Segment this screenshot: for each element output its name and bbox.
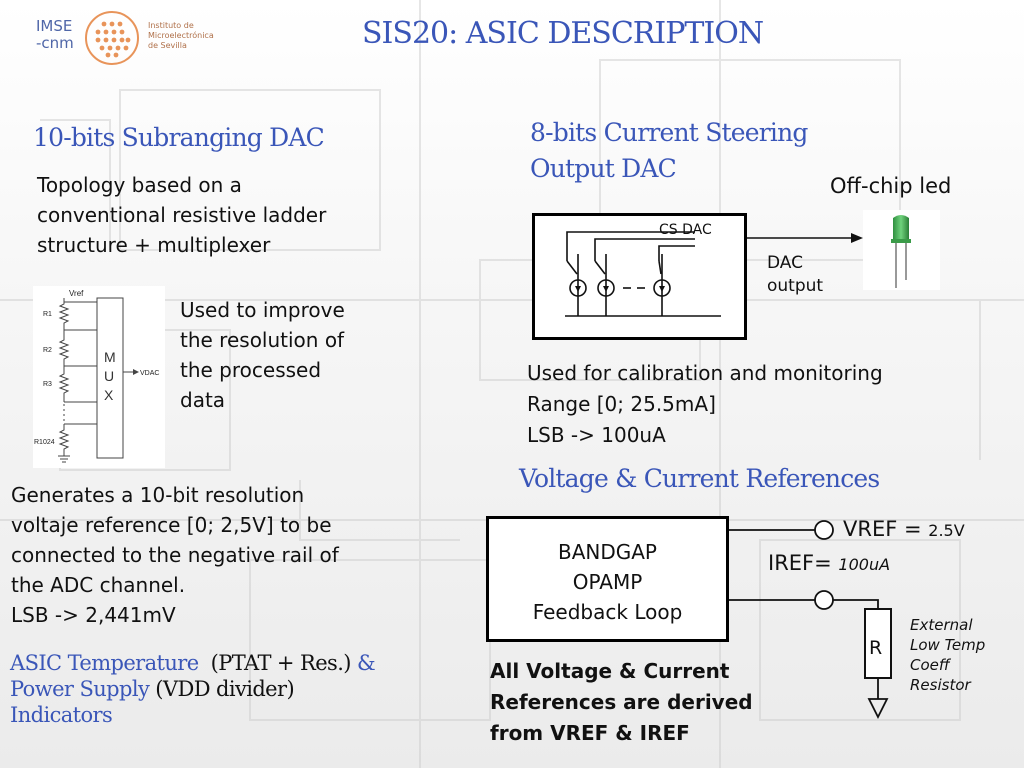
used-line: data xyxy=(180,388,226,412)
ext-line: External xyxy=(910,616,973,634)
dac-output-line2: output xyxy=(767,276,824,296)
vref-value: 2.5V xyxy=(928,521,965,540)
topology-line: Topology based on a xyxy=(37,173,242,197)
current-source-array xyxy=(565,231,721,317)
cs-dac-block: CS DAC xyxy=(532,213,747,340)
page-title: SIS20: ASIC DESCRIPTION xyxy=(362,16,764,51)
vdac-label: VDAC xyxy=(140,370,159,377)
green-led-icon xyxy=(891,215,911,288)
cs-dac-label: CS DAC xyxy=(659,222,712,238)
current-steering-title-line2: Output DAC xyxy=(530,154,677,183)
logo-sub-line1: Instituto de xyxy=(148,21,194,30)
used-line: Used to improve xyxy=(180,298,345,322)
vref-text: VREF = 2.5V xyxy=(843,517,965,541)
calibration-line: Used for calibration and monitoring xyxy=(527,361,883,385)
ladder-mux-diagram: Vref R1 R2 R3 R1024 M U X VDAC xyxy=(34,289,159,463)
generates-line: the ADC channel. xyxy=(11,573,186,597)
subranging-dac-title: 10-bits Subranging DAC xyxy=(33,123,325,152)
r2-label: R2 xyxy=(43,347,52,354)
generates-text: Generates a 10-bit resolution voltaje re… xyxy=(11,480,339,630)
dac-output-arrow xyxy=(747,233,863,243)
indicators-amp: & xyxy=(356,651,376,675)
mux-letter-x: X xyxy=(104,387,114,403)
r3-label: R3 xyxy=(43,381,52,388)
dac-output-line1: DAC xyxy=(767,253,803,273)
iref-value: 100uA xyxy=(838,555,891,574)
references-title: Voltage & Current References xyxy=(519,464,880,493)
calibration-line: Range [0; 25.5mA] xyxy=(527,392,716,416)
vref-label: Vref xyxy=(69,289,84,298)
note-line: All Voltage & Current xyxy=(490,659,730,683)
iref-label: IREF= xyxy=(768,551,832,575)
references-note: All Voltage & Current References are der… xyxy=(490,656,753,749)
external-resistor-note: External Low Temp Coeff Resistor xyxy=(910,615,985,695)
mux-letter-m: M xyxy=(104,349,116,365)
current-steering-title: 8-bits Current Steering Output DAC xyxy=(530,115,808,187)
indicators-text: ASIC Temperature (PTAT + Res.) & Power S… xyxy=(10,650,376,728)
indicators-power: Power Supply xyxy=(10,677,150,701)
feedback-label: Feedback Loop xyxy=(532,600,683,624)
r1-label: R1 xyxy=(43,311,52,318)
opamp-label: OPAMP xyxy=(572,570,643,594)
logo-text-line2: -cnm xyxy=(36,34,74,52)
dac-output-label: DAC output xyxy=(767,252,823,298)
indicators-ptat: (PTAT + Res.) xyxy=(210,651,352,675)
led-image xyxy=(863,210,940,290)
mux-letter-u: U xyxy=(104,368,114,384)
used-line: the processed xyxy=(180,358,322,382)
used-to-improve-text: Used to improve the resolution of the pr… xyxy=(180,295,345,415)
ext-line: Low Temp xyxy=(910,636,986,654)
logo-sub-line2: Microelectrónica xyxy=(148,31,214,40)
generates-line: LSB -> 2,441mV xyxy=(11,603,176,627)
topology-text: Topology based on a conventional resisti… xyxy=(37,170,326,260)
topology-line: structure + multiplexer xyxy=(37,233,271,257)
logo-text-line1: IMSE xyxy=(36,17,73,35)
resistive-ladder-schematic: Vref R1 R2 R3 R1024 M U X VDAC xyxy=(33,286,165,468)
logo-sub-line3: de Sevilla xyxy=(148,41,187,50)
generates-line: connected to the negative rail of xyxy=(11,543,339,567)
vref-label: VREF = xyxy=(843,517,922,541)
used-line: the resolution of xyxy=(180,328,345,352)
calibration-text: Used for calibration and monitoring Rang… xyxy=(527,358,883,451)
logo: IMSE -cnm Instituto de Microelectrónica … xyxy=(36,11,226,65)
note-line: References are derived xyxy=(490,690,753,714)
current-steering-title-line1: 8-bits Current Steering xyxy=(530,118,808,147)
logo-dot-circle-icon xyxy=(85,11,139,65)
iref-text: IREF= 100uA xyxy=(768,551,890,575)
topology-line: conventional resistive ladder xyxy=(37,203,327,227)
ext-line: Resistor xyxy=(910,676,971,694)
resistor-label: R xyxy=(869,637,883,659)
generates-line: Generates a 10-bit resolution xyxy=(11,483,305,507)
off-chip-led-label: Off-chip led xyxy=(830,174,952,198)
r1024-label: R1024 xyxy=(34,439,55,446)
resistor-box: R xyxy=(864,608,892,679)
note-line: from VREF & IREF xyxy=(490,721,690,745)
bandgap-label: BANDGAP xyxy=(557,540,657,564)
reference-wiring xyxy=(729,520,889,720)
indicators-vdd: (VDD divider) xyxy=(155,677,295,701)
indicators-label: Indicators xyxy=(10,703,113,727)
indicators-temp: ASIC Temperature xyxy=(10,651,199,675)
generates-line: voltaje reference [0; 2,5V] to be xyxy=(11,513,332,537)
bandgap-block: BANDGAP OPAMP Feedback Loop xyxy=(486,516,729,642)
calibration-line: LSB -> 100uA xyxy=(527,423,666,447)
ext-line: Coeff xyxy=(910,656,950,674)
